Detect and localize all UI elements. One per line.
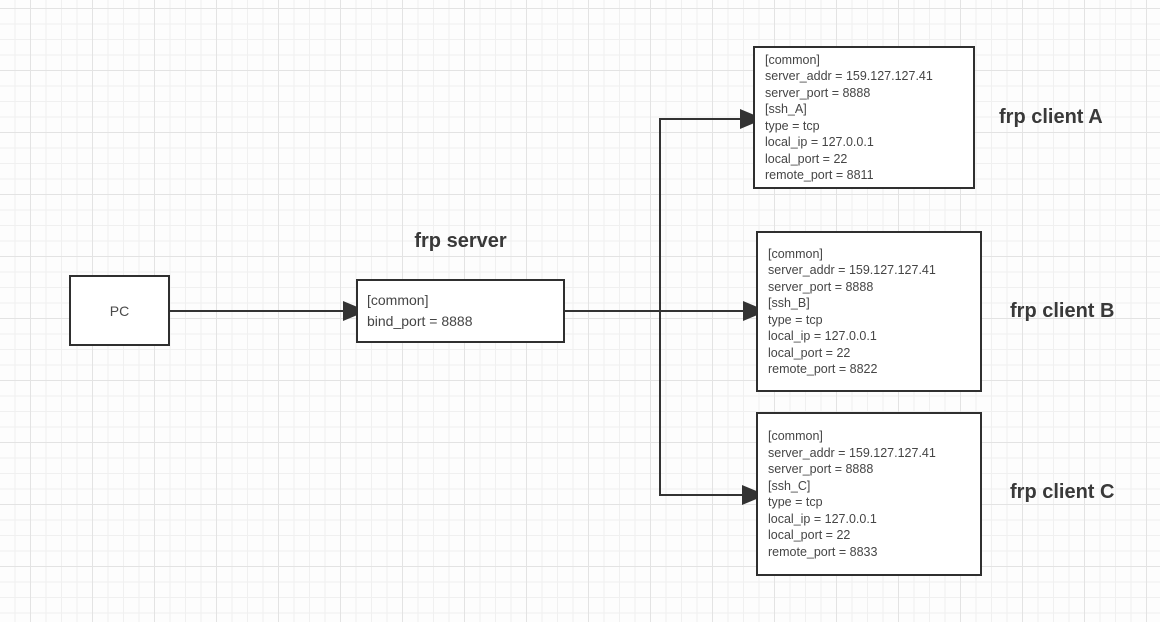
- client-c-config-text: [common] server_addr = 159.127.127.41 se…: [768, 429, 936, 559]
- node-frp-client-a: [common] server_addr = 159.127.127.41 se…: [753, 46, 975, 189]
- pc-label: PC: [109, 302, 130, 319]
- node-frp-server: [common] bind_port = 8888: [356, 279, 565, 343]
- label-client-c: frp client C: [1010, 481, 1115, 503]
- arrow-branch-to-clients-a-c: [659, 109, 766, 505]
- server-title: frp server: [414, 230, 507, 252]
- node-frp-client-c: [common] server_addr = 159.127.127.41 se…: [756, 412, 982, 576]
- server-config-text: [common] bind_port = 8888: [367, 292, 473, 329]
- node-frp-client-b: [common] server_addr = 159.127.127.41 se…: [756, 231, 982, 392]
- client-b-config-text: [common] server_addr = 159.127.127.41 se…: [768, 246, 936, 377]
- label-client-b: frp client B: [1010, 300, 1115, 322]
- label-client-a: frp client A: [999, 106, 1103, 128]
- node-pc: PC: [69, 275, 170, 346]
- client-a-config-text: [common] server_addr = 159.127.127.41 se…: [765, 52, 933, 183]
